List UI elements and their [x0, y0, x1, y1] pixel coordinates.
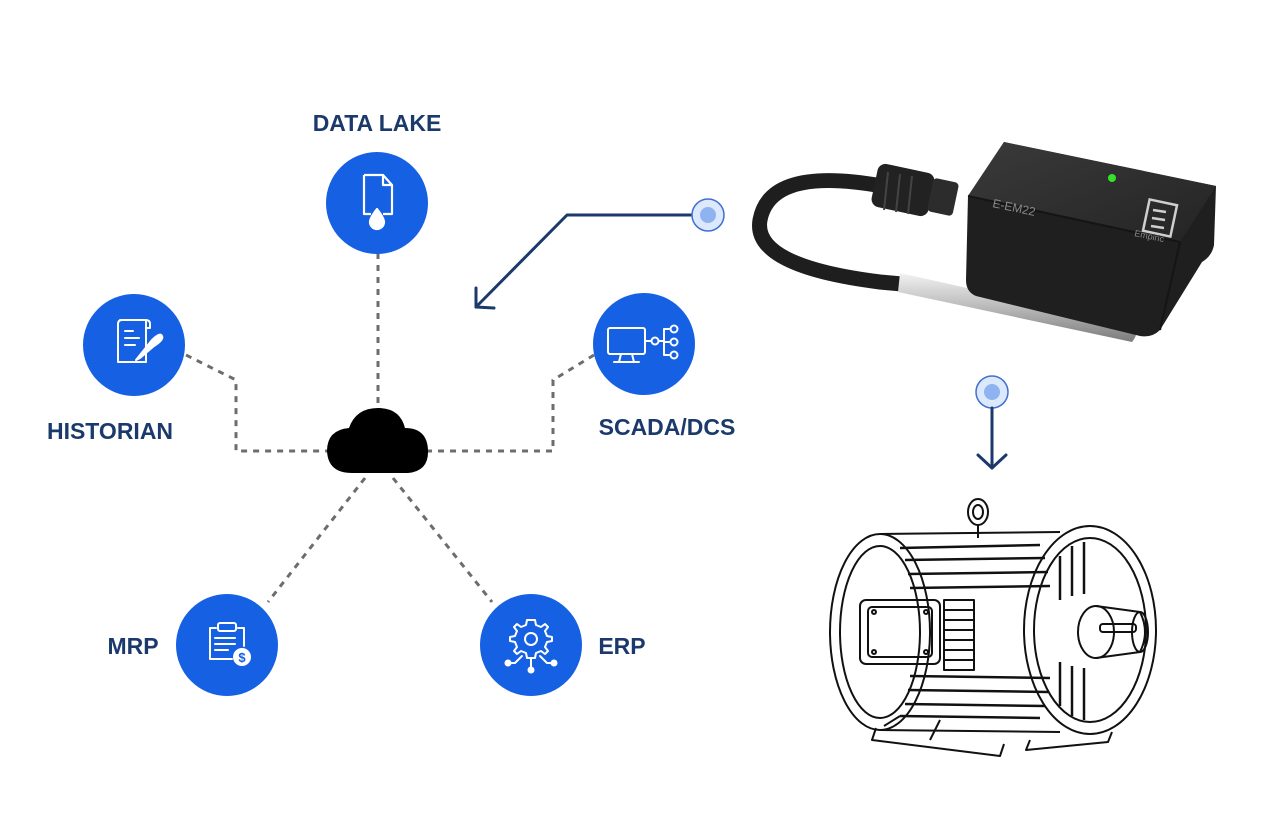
- label-historian: HISTORIAN: [47, 418, 173, 444]
- connector-scada: [428, 353, 595, 453]
- label-mrp: MRP: [107, 633, 158, 659]
- data-lake-file-drop-icon: [362, 173, 394, 231]
- status-led: [1108, 174, 1116, 182]
- electric-motor-icon: [829, 498, 1157, 757]
- gear-network-icon: [504, 619, 558, 674]
- node-mrp: $: [176, 594, 278, 696]
- node-historian: [83, 294, 185, 396]
- connector-erp: [391, 477, 494, 603]
- label-scada: SCADA/DCS: [599, 414, 736, 440]
- connector-mrp: [266, 477, 367, 603]
- brand-logo: [1141, 197, 1179, 239]
- sensor-device-icon: E-EM22 Empiric: [752, 142, 1216, 342]
- monitor-network-icon: [607, 324, 679, 363]
- temperature-probe: [898, 273, 1137, 342]
- label-erp: ERP: [598, 633, 645, 659]
- cable-connector: [871, 163, 959, 217]
- svg-text:$: $: [238, 650, 246, 665]
- clipboard-dollar-icon: $: [209, 622, 251, 666]
- document-quill-icon: [117, 319, 164, 363]
- cloud-icon: [327, 408, 429, 473]
- marker-device-output: [691, 198, 725, 232]
- connector-lines: [185, 253, 595, 603]
- attach-arrow: [976, 406, 1008, 470]
- connector-historian: [185, 353, 333, 453]
- node-data-lake: [326, 152, 428, 254]
- label-data-lake: DATA LAKE: [313, 110, 442, 136]
- node-erp: [480, 594, 582, 696]
- node-scada: [593, 293, 695, 395]
- data-flow-arrow: [474, 213, 695, 310]
- marker-device-attach: [975, 375, 1009, 409]
